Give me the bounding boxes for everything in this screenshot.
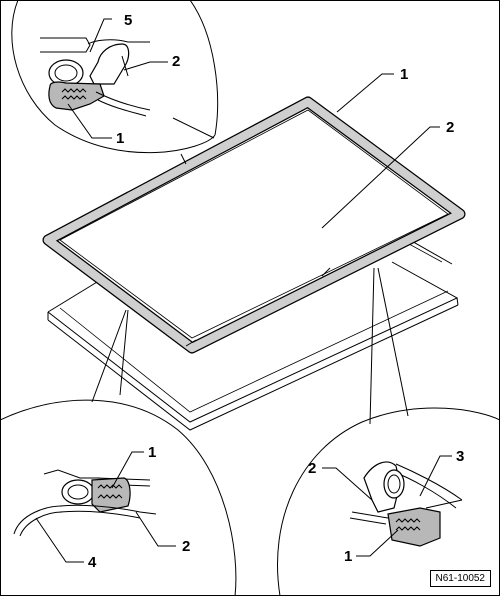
callout-br-1: 1 [344,548,352,565]
bottom-left-detail-circle [0,309,237,596]
bottom-left-detail-seal [13,469,157,537]
top-detail-circle [11,0,219,154]
callout-main-1: 1 [400,66,408,83]
bottom-left-leaders [35,451,176,563]
callout-main-2: 2 [446,119,454,136]
callout-br-3: 3 [456,448,464,465]
windshield-assembly [42,96,466,431]
bottom-right-detail-seal [349,461,463,547]
top-detail-leaders [67,18,168,139]
callout-top-5: 5 [124,12,132,29]
callout-bl-2: 2 [182,538,190,555]
callout-br-2: 2 [308,460,316,477]
bottom-right-leaders [322,455,452,557]
top-detail-seal [40,37,151,117]
callout-bl-1: 1 [148,444,156,461]
callout-top-2: 2 [172,53,180,70]
main-leaders [321,73,440,229]
reference-code: N61-10052 [435,573,485,584]
callout-top-1: 1 [116,130,124,147]
reference-code-box: N61-10052 [429,570,491,587]
bottom-right-detail-circle [277,267,500,596]
callout-bl-4: 4 [88,554,97,571]
